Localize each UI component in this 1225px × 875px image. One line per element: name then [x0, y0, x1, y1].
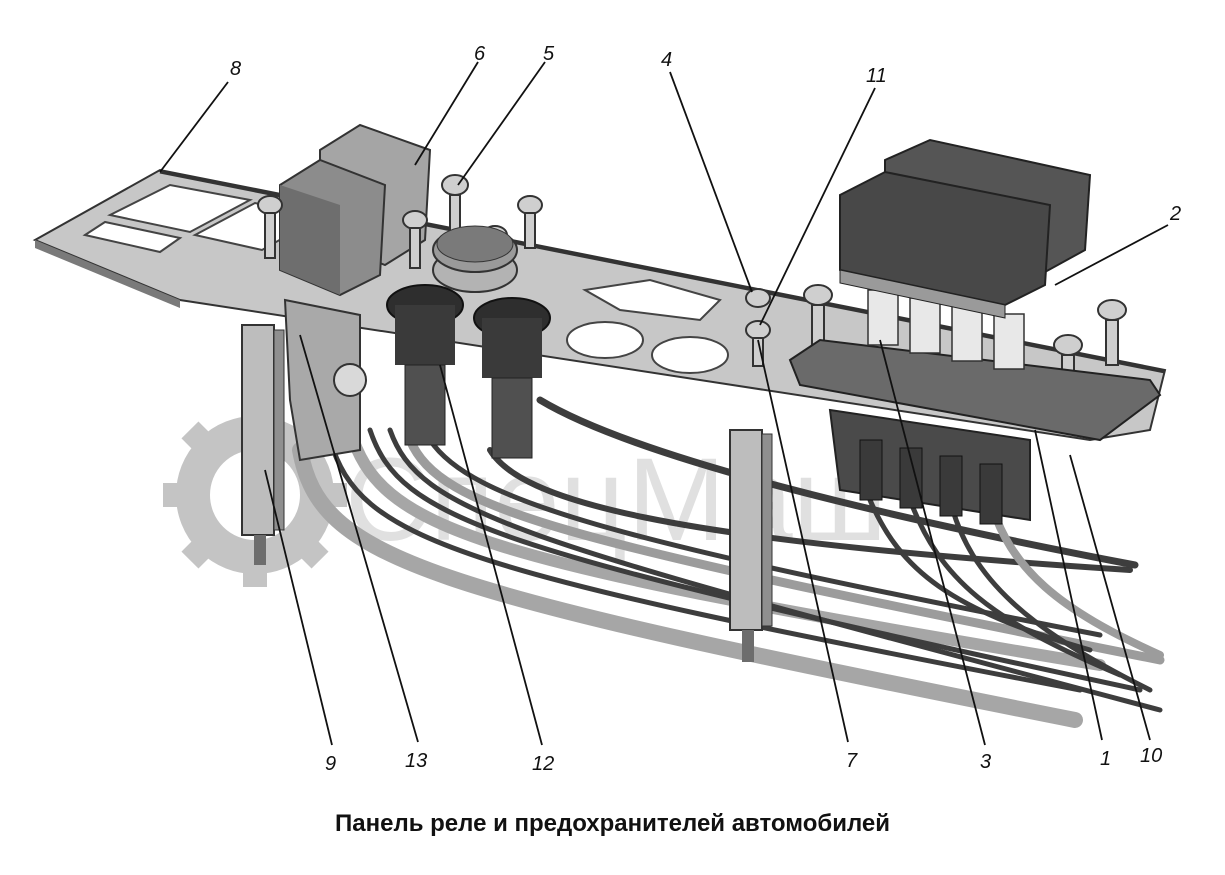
callout-7: 7: [846, 750, 858, 772]
callout-1: 1: [1100, 748, 1111, 770]
bracket: [283, 298, 367, 462]
callout-12: 12: [532, 753, 554, 775]
leader-4: [669, 71, 753, 293]
callout-3: 3: [980, 751, 991, 773]
leader-5: [457, 61, 546, 186]
fuse-block: [788, 289, 1162, 525]
callout-6: 6: [474, 43, 486, 65]
round-holder: [432, 225, 518, 293]
callout-4: 4: [661, 49, 672, 71]
leader-2: [1054, 224, 1169, 286]
wire-harness: [292, 396, 1165, 728]
callout-labels: 8 6 5 4 11 2 9 13 12 7 3 1 10: [230, 43, 1181, 775]
leader-11: [759, 87, 876, 326]
callout-2: 2: [1169, 203, 1181, 225]
callout-10: 10: [1140, 745, 1162, 767]
leader-1: [1034, 429, 1103, 741]
callout-11: 11: [866, 65, 887, 87]
leader-10: [1069, 454, 1151, 741]
leader-8: [159, 81, 229, 173]
standoff-center: [729, 429, 773, 662]
leader-7: [757, 339, 849, 743]
relay-small-pair: [279, 123, 432, 297]
leader-6: [414, 61, 479, 166]
callout-8: 8: [230, 58, 241, 80]
leader-9: [264, 469, 333, 746]
callout-13: 13: [405, 750, 427, 772]
leader-3: [879, 339, 986, 746]
figure-caption: Панель реле и предохранителей автомобиле…: [335, 810, 890, 837]
leader-12: [439, 364, 543, 746]
leader-13: [299, 334, 419, 743]
callout-5: 5: [543, 43, 555, 65]
relay-large-pair: [839, 138, 1092, 319]
leader-lines: [159, 61, 1169, 746]
standoff-left: [241, 324, 285, 565]
push-buttons: [386, 284, 551, 459]
callout-9: 9: [325, 753, 336, 775]
